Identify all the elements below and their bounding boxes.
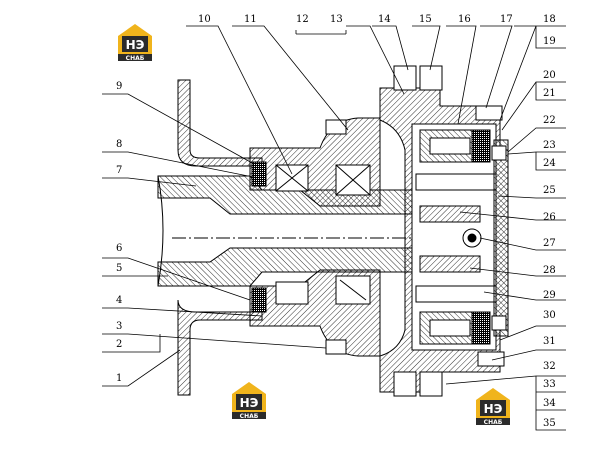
label-34: 34 bbox=[543, 398, 556, 409]
label-12: 12 bbox=[296, 14, 309, 25]
label-26: 26 bbox=[543, 212, 556, 223]
label-21: 21 bbox=[543, 88, 556, 99]
svg-text:СНАБ: СНАБ bbox=[126, 55, 145, 62]
label-31: 31 bbox=[543, 336, 556, 347]
label-20: 20 bbox=[543, 70, 556, 81]
svg-text:НЭ: НЭ bbox=[240, 396, 259, 410]
label-25: 25 bbox=[543, 185, 556, 196]
logo-watermark-bottom-right: НЭ СНАБ bbox=[476, 388, 510, 426]
label-7: 7 bbox=[116, 165, 122, 176]
label-3: 3 bbox=[116, 321, 122, 332]
label-23: 23 bbox=[543, 140, 556, 151]
label-5: 5 bbox=[116, 263, 122, 274]
logo-watermark-top: НЭ СНАБ bbox=[118, 24, 152, 62]
svg-text:НЭ: НЭ bbox=[484, 402, 503, 416]
label-33: 33 bbox=[543, 379, 556, 390]
label-2: 2 bbox=[116, 339, 122, 350]
svg-text:СНАБ: СНАБ bbox=[240, 413, 259, 420]
label-27: 27 bbox=[543, 238, 556, 249]
gear-housing bbox=[379, 87, 509, 393]
label-13: 13 bbox=[330, 14, 343, 25]
label-14: 14 bbox=[378, 14, 391, 25]
label-19: 19 bbox=[543, 36, 556, 47]
label-16: 16 bbox=[458, 14, 471, 25]
label-28: 28 bbox=[543, 265, 556, 276]
svg-text:СНАБ: СНАБ bbox=[484, 419, 503, 426]
leader-lines bbox=[102, 25, 566, 431]
label-24: 24 bbox=[543, 158, 556, 169]
label-18: 18 bbox=[543, 14, 556, 25]
part-labels: 1 2 3 4 5 6 7 8 9 10 11 12 13 14 15 16 1… bbox=[116, 14, 556, 429]
label-17: 17 bbox=[500, 14, 513, 25]
assembly-drawing bbox=[157, 30, 509, 397]
label-1: 1 bbox=[116, 373, 122, 384]
label-30: 30 bbox=[543, 310, 556, 321]
label-35: 35 bbox=[543, 418, 556, 429]
label-32: 32 bbox=[543, 361, 556, 372]
label-8: 8 bbox=[116, 139, 122, 150]
bolts bbox=[325, 65, 507, 397]
label-9: 9 bbox=[116, 81, 122, 92]
label-29: 29 bbox=[543, 290, 556, 301]
label-6: 6 bbox=[116, 243, 122, 254]
label-4: 4 bbox=[116, 295, 122, 306]
label-10: 10 bbox=[198, 14, 211, 25]
label-11: 11 bbox=[244, 14, 257, 25]
left-bearing-housing bbox=[249, 117, 381, 357]
label-22: 22 bbox=[543, 115, 556, 126]
logo-watermark-bottom-left: НЭ СНАБ bbox=[232, 382, 266, 420]
label-15: 15 bbox=[419, 14, 432, 25]
svg-text:НЭ: НЭ bbox=[126, 38, 145, 52]
